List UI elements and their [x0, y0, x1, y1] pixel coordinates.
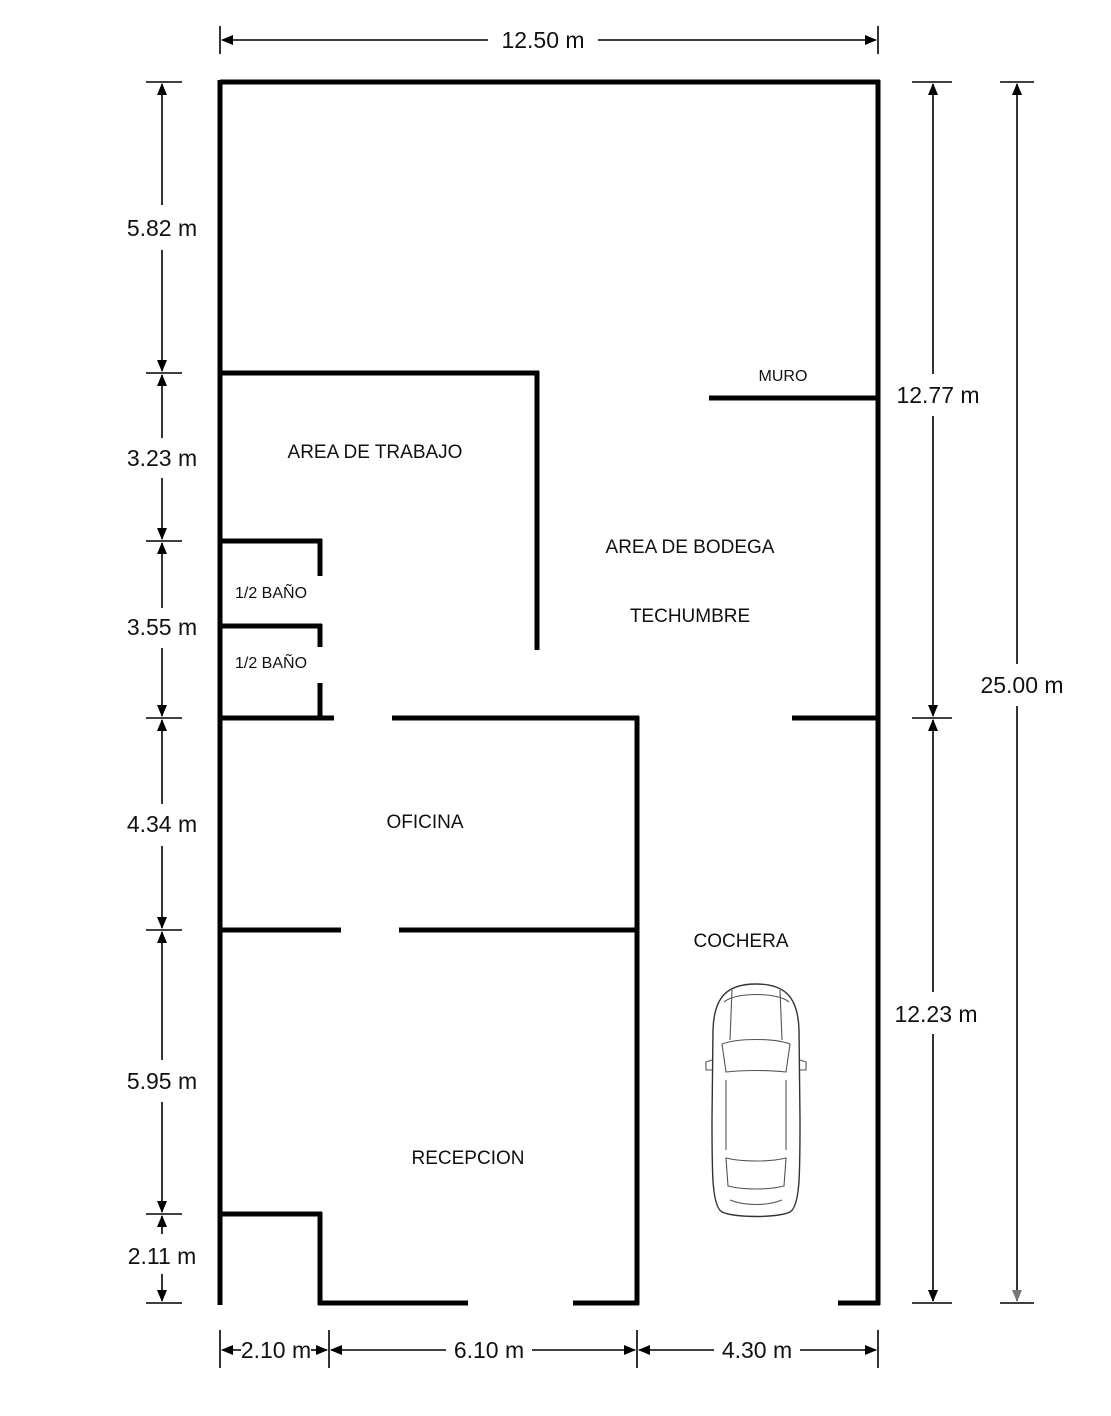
label-bano-2: 1/2 BAÑO — [235, 652, 307, 672]
label-muro: MURO — [759, 368, 808, 385]
label-oficina: OFICINA — [386, 812, 463, 833]
label-recepcion: RECEPCION — [412, 1148, 525, 1169]
dim-left-1: 5.82 m — [127, 215, 197, 241]
dim-left-4: 4.34 m — [127, 811, 197, 837]
label-bano-1: 1/2 BAÑO — [235, 582, 307, 602]
label-techumbre: TECHUMBRE — [630, 606, 750, 627]
dim-left-6: 2.11 m — [128, 1243, 197, 1269]
dim-right-upper: 12.77 m — [896, 382, 979, 408]
label-area-bodega: AREA DE BODEGA — [606, 537, 775, 558]
walls — [217, 79, 881, 1306]
dim-right-lower: 12.23 m — [894, 1001, 977, 1027]
dim-total-length: 25.00 m — [980, 672, 1063, 698]
dim-top-width: 12.50 m — [501, 27, 584, 53]
room-labels: AREA DE TRABAJO AREA DE BODEGA TECHUMBRE… — [235, 368, 807, 1169]
dim-bottom-2: 6.10 m — [454, 1337, 524, 1363]
dim-left-5: 5.95 m — [127, 1068, 197, 1094]
dim-bottom-1: 2.10 m — [241, 1337, 311, 1363]
dim-left-3: 3.55 m — [127, 614, 197, 640]
label-area-trabajo: AREA DE TRABAJO — [288, 442, 463, 463]
dimensions: 12.50 m 5.82 m 3.23 m 3.55 m 4.34 m 5.95… — [127, 26, 1064, 1368]
dim-left-2: 3.23 m — [127, 445, 197, 471]
dim-bottom-3: 4.30 m — [722, 1337, 792, 1363]
car-icon — [705, 983, 807, 1218]
label-cochera: COCHERA — [693, 931, 788, 952]
